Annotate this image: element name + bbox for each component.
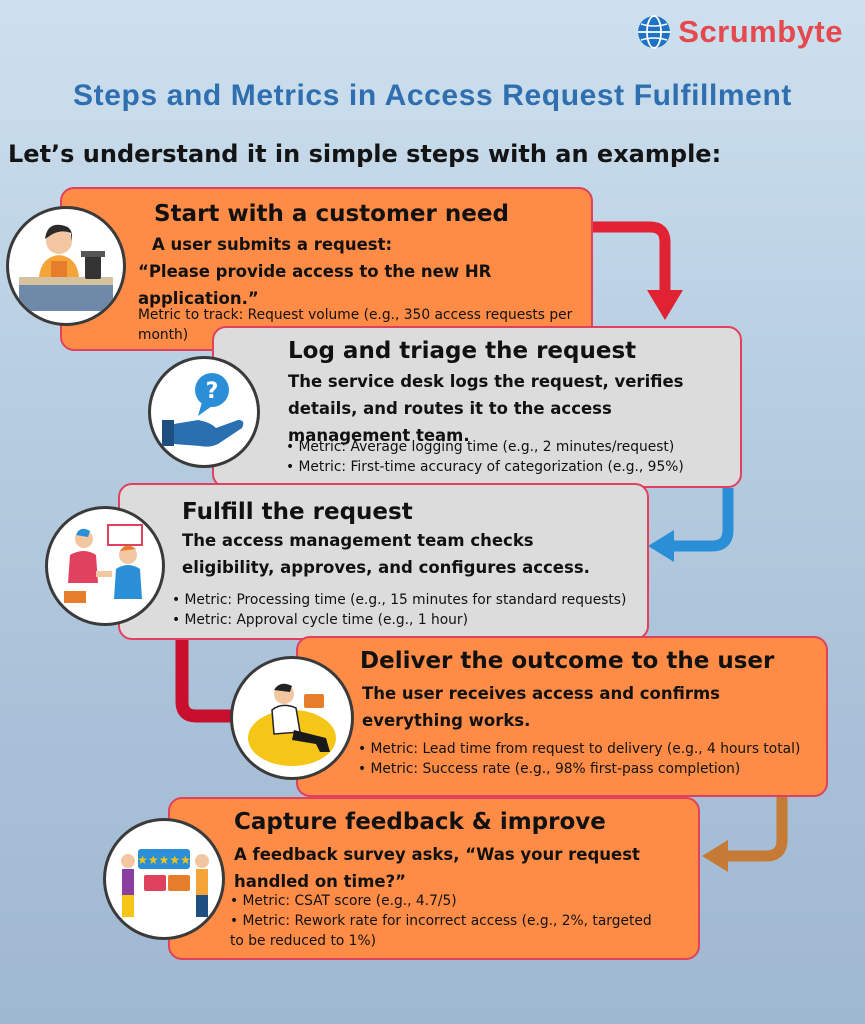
step-metric-line: • Metric: Success rate (e.g., 98% first-…: [358, 761, 741, 777]
step-description: A user submits a request:: [152, 231, 392, 258]
step-metrics: Metric to track: Request volume (e.g., 3…: [138, 305, 572, 345]
step-metrics: • Metric: CSAT score (e.g., 4.7/5) • Met…: [230, 891, 652, 951]
handshake-icon: [64, 524, 143, 603]
step-desc-line: management team.: [288, 426, 470, 445]
step-card-2: Log and triage the request The service d…: [212, 326, 742, 488]
help-hand-icon: ?: [162, 373, 244, 447]
step-2-illustration: ?: [148, 356, 260, 468]
step-desc-line: everything works.: [362, 711, 531, 730]
step-metrics: • Metric: Average logging time (e.g., 2 …: [286, 437, 684, 477]
step-desc-line: eligibility, approves, and configures ac…: [182, 558, 590, 577]
relaxing-user-icon: [248, 683, 336, 766]
step-heading: Fulfill the request: [182, 499, 413, 525]
arrow-step2-to-step3: [672, 488, 734, 552]
step-heading: Deliver the outcome to the user: [360, 648, 775, 674]
step-desc-line: The service desk logs the request, verif…: [288, 372, 684, 391]
step-metric-line: • Metric: Average logging time (e.g., 2 …: [286, 439, 675, 455]
step-metrics: • Metric: Lead time from request to deli…: [358, 739, 800, 779]
title-band: Steps and Metrics in Access Request Fulf…: [0, 72, 865, 120]
arrow-step1-to-step2: [592, 221, 671, 292]
step-description: “Please provide access to the new HR app…: [138, 258, 491, 312]
step-metric-line: to be reduced to 1%): [230, 933, 376, 949]
step-desc-line: “Please provide access to the new HR: [138, 262, 492, 281]
step-card-4: Deliver the outcome to the user The user…: [296, 636, 828, 797]
brand-name: Scrumbyte: [678, 14, 843, 49]
step-desc-line: A feedback survey asks, “Was your reques…: [234, 845, 640, 864]
brand-logo: Scrumbyte: [636, 14, 843, 50]
step-metric-line: • Metric: Rework rate for incorrect acce…: [230, 913, 652, 929]
step-metrics: • Metric: Processing time (e.g., 15 minu…: [172, 590, 626, 630]
step-4-illustration: [230, 656, 354, 780]
step-card-3: Fulfill the request The access managemen…: [118, 483, 649, 640]
step-desc-line: The user receives access and confirms: [362, 684, 720, 703]
step-desc-line: A user submits a request:: [152, 235, 393, 254]
step-1-illustration: [6, 206, 126, 326]
step-description: The user receives access and confirms ev…: [362, 680, 720, 734]
step-description: A feedback survey asks, “Was your reques…: [234, 841, 640, 895]
step-metric-line: • Metric: CSAT score (e.g., 4.7/5): [230, 893, 457, 909]
svg-text:★★★★★: ★★★★★: [137, 853, 191, 867]
step-description: The access management team checks eligib…: [182, 527, 590, 581]
step-card-1: Start with a customer need A user submit…: [60, 187, 593, 351]
step-desc-line: handled on time?”: [234, 872, 407, 891]
step-5-illustration: ★★★★★: [103, 818, 225, 940]
step-metric-line: • Metric: First-time accuracy of categor…: [286, 459, 684, 475]
step-desc-line: The access management team checks: [182, 531, 534, 550]
step-metric-line: • Metric: Lead time from request to deli…: [358, 741, 801, 757]
step-metric-line: Metric to track: Request volume (e.g., 3…: [138, 307, 573, 323]
page-subtitle: Let’s understand it in simple steps with…: [8, 140, 722, 168]
page-title: Steps and Metrics in Access Request Fulf…: [73, 79, 792, 112]
step-desc-line: application.”: [138, 289, 259, 308]
step-metric-line: • Metric: Processing time (e.g., 15 minu…: [172, 592, 627, 608]
svg-text:?: ?: [206, 379, 219, 404]
barista-icon: [19, 224, 113, 311]
feedback-icon: ★★★★★: [121, 849, 209, 917]
step-desc-line: details, and routes it to the access: [288, 399, 612, 418]
step-heading: Log and triage the request: [288, 338, 637, 364]
arrow-step3-to-step4: [175, 640, 300, 723]
step-metric-line: • Metric: Approval cycle time (e.g., 1 h…: [172, 612, 468, 628]
step-card-5: Capture feedback & improve A feedback su…: [168, 797, 700, 960]
step-3-illustration: [45, 506, 165, 626]
step-heading: Start with a customer need: [154, 201, 509, 227]
globe-icon: [638, 15, 671, 49]
step-heading: Capture feedback & improve: [234, 809, 606, 835]
arrow-step4-to-step5: [726, 796, 788, 862]
step-description: The service desk logs the request, verif…: [288, 368, 683, 449]
step-metric-line: month): [138, 327, 189, 343]
